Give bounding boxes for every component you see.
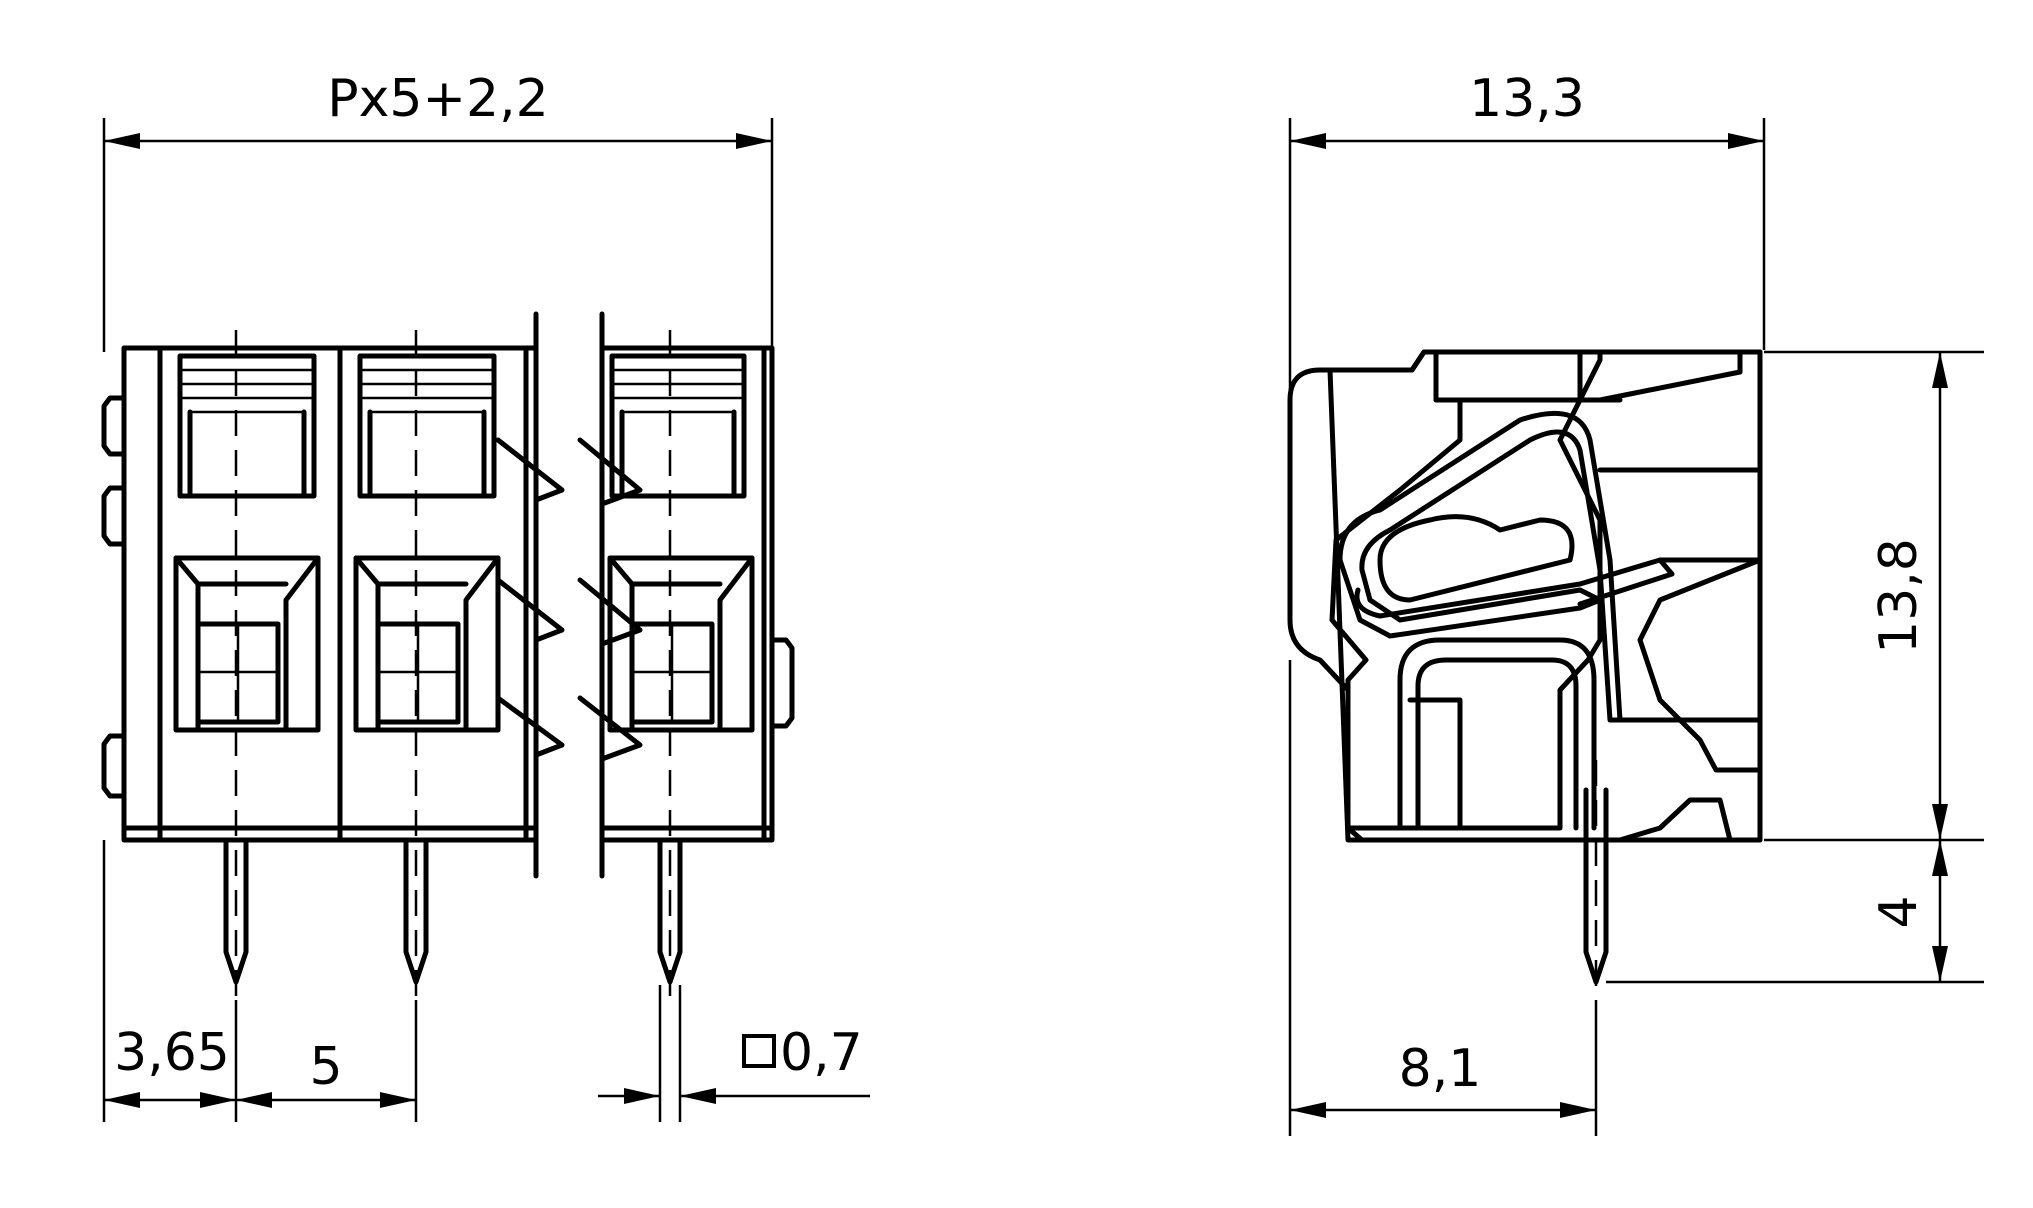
terminal-body-right	[577, 311, 795, 879]
overall-width-dimension: Px5+2,2	[104, 69, 772, 149]
overall-width-label: Px5+2,2	[327, 69, 548, 129]
edge-to-pin-dimension: 3,65	[104, 1023, 236, 1108]
pin-offset-label: 8,1	[1399, 1039, 1482, 1099]
pin-section-label: 0,7	[780, 1023, 863, 1083]
pin-length-dimension: 4	[1869, 840, 1948, 982]
pin-length-label: 4	[1869, 895, 1929, 928]
side-pin	[1583, 760, 1609, 1000]
depth-label: 13,3	[1469, 69, 1585, 129]
centre-lines	[234, 330, 672, 1000]
pin-section-dimension: 0,7	[598, 1023, 870, 1104]
height-label: 13,8	[1869, 538, 1929, 654]
pins	[223, 837, 683, 985]
height-dimension: 13,8	[1869, 352, 1948, 840]
housing-section	[1287, 349, 1763, 843]
pitch-dimension: 5	[236, 1037, 416, 1108]
depth-dimension: 13,3	[1290, 69, 1764, 149]
spring-clamp	[1337, 410, 1675, 831]
pitch-label: 5	[309, 1037, 342, 1097]
release-slots	[177, 353, 747, 499]
terminal-body-left	[101, 311, 565, 879]
side-view: 13,3	[1287, 69, 1984, 1136]
square-section-symbol	[742, 1034, 776, 1068]
pin-offset-dimension: 8,1	[1290, 1039, 1596, 1118]
front-view: Px5+2,2	[101, 69, 870, 1122]
edge-to-pin-label: 3,65	[114, 1023, 230, 1083]
wire-entries	[173, 555, 755, 733]
